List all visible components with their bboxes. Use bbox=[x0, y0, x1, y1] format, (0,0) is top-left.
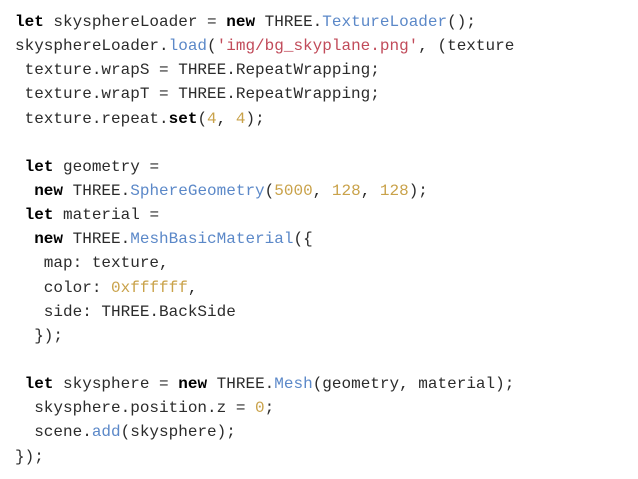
keyword-token: let bbox=[24, 157, 54, 176]
function-token: SphereGeometry bbox=[130, 181, 265, 200]
keyword-token: new bbox=[226, 13, 256, 31]
code-text-token: ); bbox=[245, 109, 265, 128]
code-text-token: }); bbox=[15, 326, 64, 345]
code-text-token bbox=[15, 182, 34, 200]
function-token: TextureLoader bbox=[322, 13, 448, 31]
number-token: 128 bbox=[331, 181, 361, 200]
code-line: new THREE.MeshBasicMaterial({ bbox=[15, 227, 638, 251]
code-text-token: THREE. bbox=[63, 230, 131, 249]
code-text-token: texture.wrapT = THREE.RepeatWrapping; bbox=[15, 85, 380, 104]
string-token: 'img/bg_skyplane.png' bbox=[216, 37, 419, 56]
code-line bbox=[15, 131, 638, 155]
code-text-token: map: texture, bbox=[15, 254, 169, 273]
code-text-token: (skysphere); bbox=[120, 423, 236, 442]
code-text-token bbox=[15, 158, 25, 176]
code-text-token: skysphere = bbox=[53, 375, 179, 394]
function-token: MeshBasicMaterial bbox=[130, 230, 294, 249]
code-line: }); bbox=[15, 445, 638, 469]
number-token: 4 bbox=[235, 109, 246, 128]
code-line: let skysphere = new THREE.Mesh(geometry,… bbox=[15, 372, 638, 396]
keyword-token: new bbox=[178, 375, 208, 394]
code-text-token: , bbox=[312, 181, 332, 200]
code-text-token: }); bbox=[15, 447, 44, 466]
code-text-token: ( bbox=[207, 37, 217, 56]
code-text-token: THREE. bbox=[255, 13, 323, 31]
code-line bbox=[15, 348, 638, 372]
number-token: 0 bbox=[255, 399, 265, 418]
code-line: new THREE.SphereGeometry(5000, 128, 128)… bbox=[15, 179, 638, 203]
code-line: texture.repeat.set(4, 4); bbox=[15, 107, 638, 131]
code-text-token: texture.repeat. bbox=[15, 109, 169, 128]
code-text-token: color: bbox=[15, 278, 112, 297]
code-line: texture.wrapS = THREE.RepeatWrapping; bbox=[15, 58, 638, 82]
code-text-token bbox=[15, 206, 25, 224]
code-text-token bbox=[15, 375, 25, 393]
code-text-token: , bbox=[216, 109, 236, 128]
code-text-token: , bbox=[187, 278, 198, 297]
code-line: map: texture, bbox=[15, 251, 638, 275]
code-block: let skysphereLoader = new THREE.TextureL… bbox=[0, 10, 638, 469]
keyword-token: let bbox=[15, 13, 44, 31]
code-line: let geometry = bbox=[15, 155, 638, 179]
code-text-token bbox=[15, 230, 34, 248]
code-line: }); bbox=[15, 324, 638, 348]
function-token: add bbox=[91, 423, 121, 442]
keyword-token: set bbox=[168, 109, 198, 128]
code-text-token: skysphere.position.z = bbox=[15, 399, 256, 418]
code-text-token: side: THREE.BackSide bbox=[15, 302, 236, 321]
code-text-token: skysphereLoader. bbox=[15, 37, 169, 56]
code-line: side: THREE.BackSide bbox=[15, 300, 638, 324]
code-text-token: ( bbox=[264, 181, 275, 200]
code-text-token: THREE. bbox=[207, 375, 275, 394]
code-line: let skysphereLoader = new THREE.TextureL… bbox=[15, 10, 638, 34]
keyword-token: let bbox=[24, 375, 54, 394]
code-text-token: ; bbox=[264, 399, 275, 418]
code-text-token: geometry = bbox=[53, 157, 160, 176]
code-text-token: material = bbox=[53, 206, 160, 225]
code-line: let material = bbox=[15, 203, 638, 227]
code-text-token: THREE. bbox=[63, 181, 131, 200]
code-text-token: (geometry, material); bbox=[312, 375, 515, 394]
keyword-token: new bbox=[34, 181, 64, 200]
number-token: 128 bbox=[379, 181, 409, 200]
code-text-token: skysphereLoader = bbox=[43, 13, 227, 31]
number-token: 4 bbox=[207, 109, 217, 128]
code-text-token: scene. bbox=[15, 423, 92, 442]
code-text-token: ({ bbox=[293, 230, 313, 249]
function-token: Mesh bbox=[274, 375, 313, 394]
code-text-token: texture.wrapS = THREE.RepeatWrapping; bbox=[15, 61, 380, 80]
code-line: skysphere.position.z = 0; bbox=[15, 396, 638, 420]
code-text-token: , bbox=[360, 181, 380, 200]
code-line: scene.add(skysphere); bbox=[15, 420, 638, 444]
code-line: texture.wrapT = THREE.RepeatWrapping; bbox=[15, 82, 638, 106]
code-text-token: (); bbox=[447, 13, 476, 31]
number-token: 0xffffff bbox=[111, 278, 188, 297]
keyword-token: let bbox=[24, 206, 54, 225]
code-line: skysphereLoader.load('img/bg_skyplane.pn… bbox=[15, 34, 638, 58]
code-text-token: , (texture bbox=[418, 37, 515, 56]
code-text-token: ); bbox=[408, 181, 428, 200]
code-text-token: ( bbox=[197, 109, 208, 128]
code-line: color: 0xffffff, bbox=[15, 276, 638, 300]
keyword-token: new bbox=[34, 230, 64, 249]
function-token: load bbox=[168, 37, 208, 56]
number-token: 5000 bbox=[274, 181, 313, 200]
